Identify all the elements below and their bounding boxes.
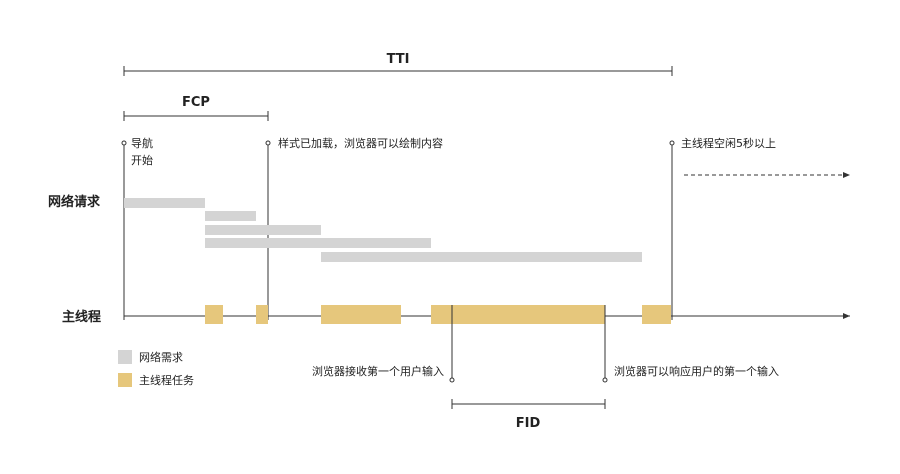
browser-receives-text: 浏览器接收第一个用户输入 [312,364,444,378]
fcp-label: FCP [182,95,210,110]
legend-label-network: 网络需求 [139,350,183,364]
fid-label: FID [516,416,541,431]
main-task-bar [642,305,671,324]
legend-swatch-main-task [118,373,132,387]
tti-label: TTI [387,52,410,67]
fid-bracket: FID [451,399,606,431]
nav-start-text-2: 开始 [131,153,153,167]
network-bar [205,211,256,221]
network-bar [321,252,642,262]
row-label-main-thread: 主线程 [62,309,101,325]
main-idle-marker: 主线程空闲5秒以上 [669,136,776,320]
styles-loaded-text: 样式已加载，浏览器可以绘制内容 [278,136,443,150]
main-task-bar [205,305,223,324]
legend-label-main-task: 主线程任务 [139,373,194,387]
network-bar [205,238,431,248]
legend-swatch-network [118,350,132,364]
tti-bracket: TTI [123,52,673,76]
fcp-bracket: FCP [123,95,269,121]
main-task-bar [321,305,401,324]
main-task-bar [431,305,605,324]
main-idle-text: 主线程空闲5秒以上 [681,136,776,150]
browser-responds-text: 浏览器可以响应用户的第一个输入 [614,364,779,378]
main-thread-tasks [205,305,671,324]
row-label-network: 网络请求 [48,194,101,210]
network-requests [124,198,642,262]
navigation-start-marker: 导航 开始 [121,136,153,320]
network-bar [124,198,205,208]
main-task-bar [256,305,268,324]
legend: 网络需求 主线程任务 [118,350,194,387]
network-bar [205,225,321,235]
nav-start-text-1: 导航 [131,136,153,150]
first-input-received-marker: 浏览器接收第一个用户输入 [312,305,455,383]
first-input-response-marker: 浏览器可以响应用户的第一个输入 [602,305,779,383]
